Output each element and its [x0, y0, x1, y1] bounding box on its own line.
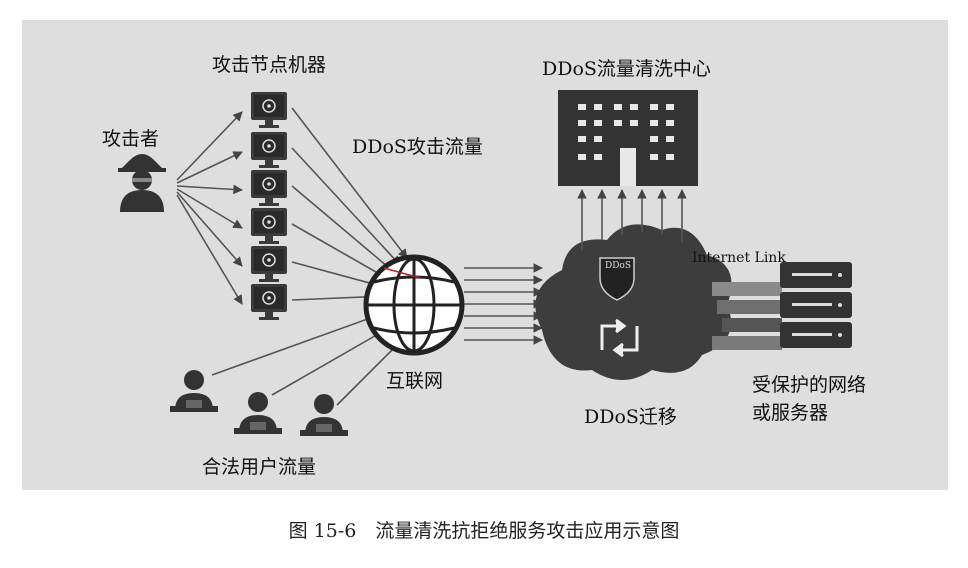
ddos-migration-cloud — [535, 224, 732, 380]
figure-caption: 图 15-6 流量清洗抗拒绝服务攻击应用示意图 — [288, 520, 680, 542]
internet-link-label: Internet Link — [692, 250, 786, 266]
attacker-label: 攻击者 — [102, 128, 160, 150]
shield-text: DDoS — [605, 261, 632, 271]
protected-server-icon — [780, 262, 852, 348]
internet-link-pipes — [712, 282, 782, 350]
attacker-icon — [118, 154, 166, 212]
internet-label: 互联网 — [386, 370, 444, 392]
protected-label-line2: 或服务器 — [752, 402, 829, 424]
attack-nodes-label: 攻击节点机器 — [212, 54, 327, 76]
internet-globe-icon — [363, 254, 465, 356]
attack-traffic-label: DDoS攻击流量 — [352, 136, 483, 158]
attack-traffic-arrows — [291, 107, 408, 302]
attack-node-machines — [250, 91, 288, 321]
diagram-canvas — [118, 90, 852, 436]
protected-label-line1: 受保护的网络 — [752, 374, 867, 396]
attacker-to-bot-arrows — [176, 111, 243, 305]
legit-user-icons — [170, 370, 348, 436]
legit-traffic-label: 合法用户流量 — [202, 456, 317, 478]
internet-to-cloud-arrows — [464, 263, 543, 345]
scrubbing-center-label: DDoS流量清洗中心 — [542, 58, 711, 80]
migration-icon — [600, 318, 639, 358]
ddos-shield-icon — [599, 257, 635, 301]
ddos-scrubbing-diagram: 攻击节点机器 攻击者 DDoS攻击流量 DDoS流量清洗中心 互联网 合法用户流… — [22, 20, 948, 490]
cloud-to-scrubbing-arrows — [577, 189, 687, 250]
scrubbing-center-building — [558, 90, 698, 186]
migration-label: DDoS迁移 — [584, 406, 677, 428]
